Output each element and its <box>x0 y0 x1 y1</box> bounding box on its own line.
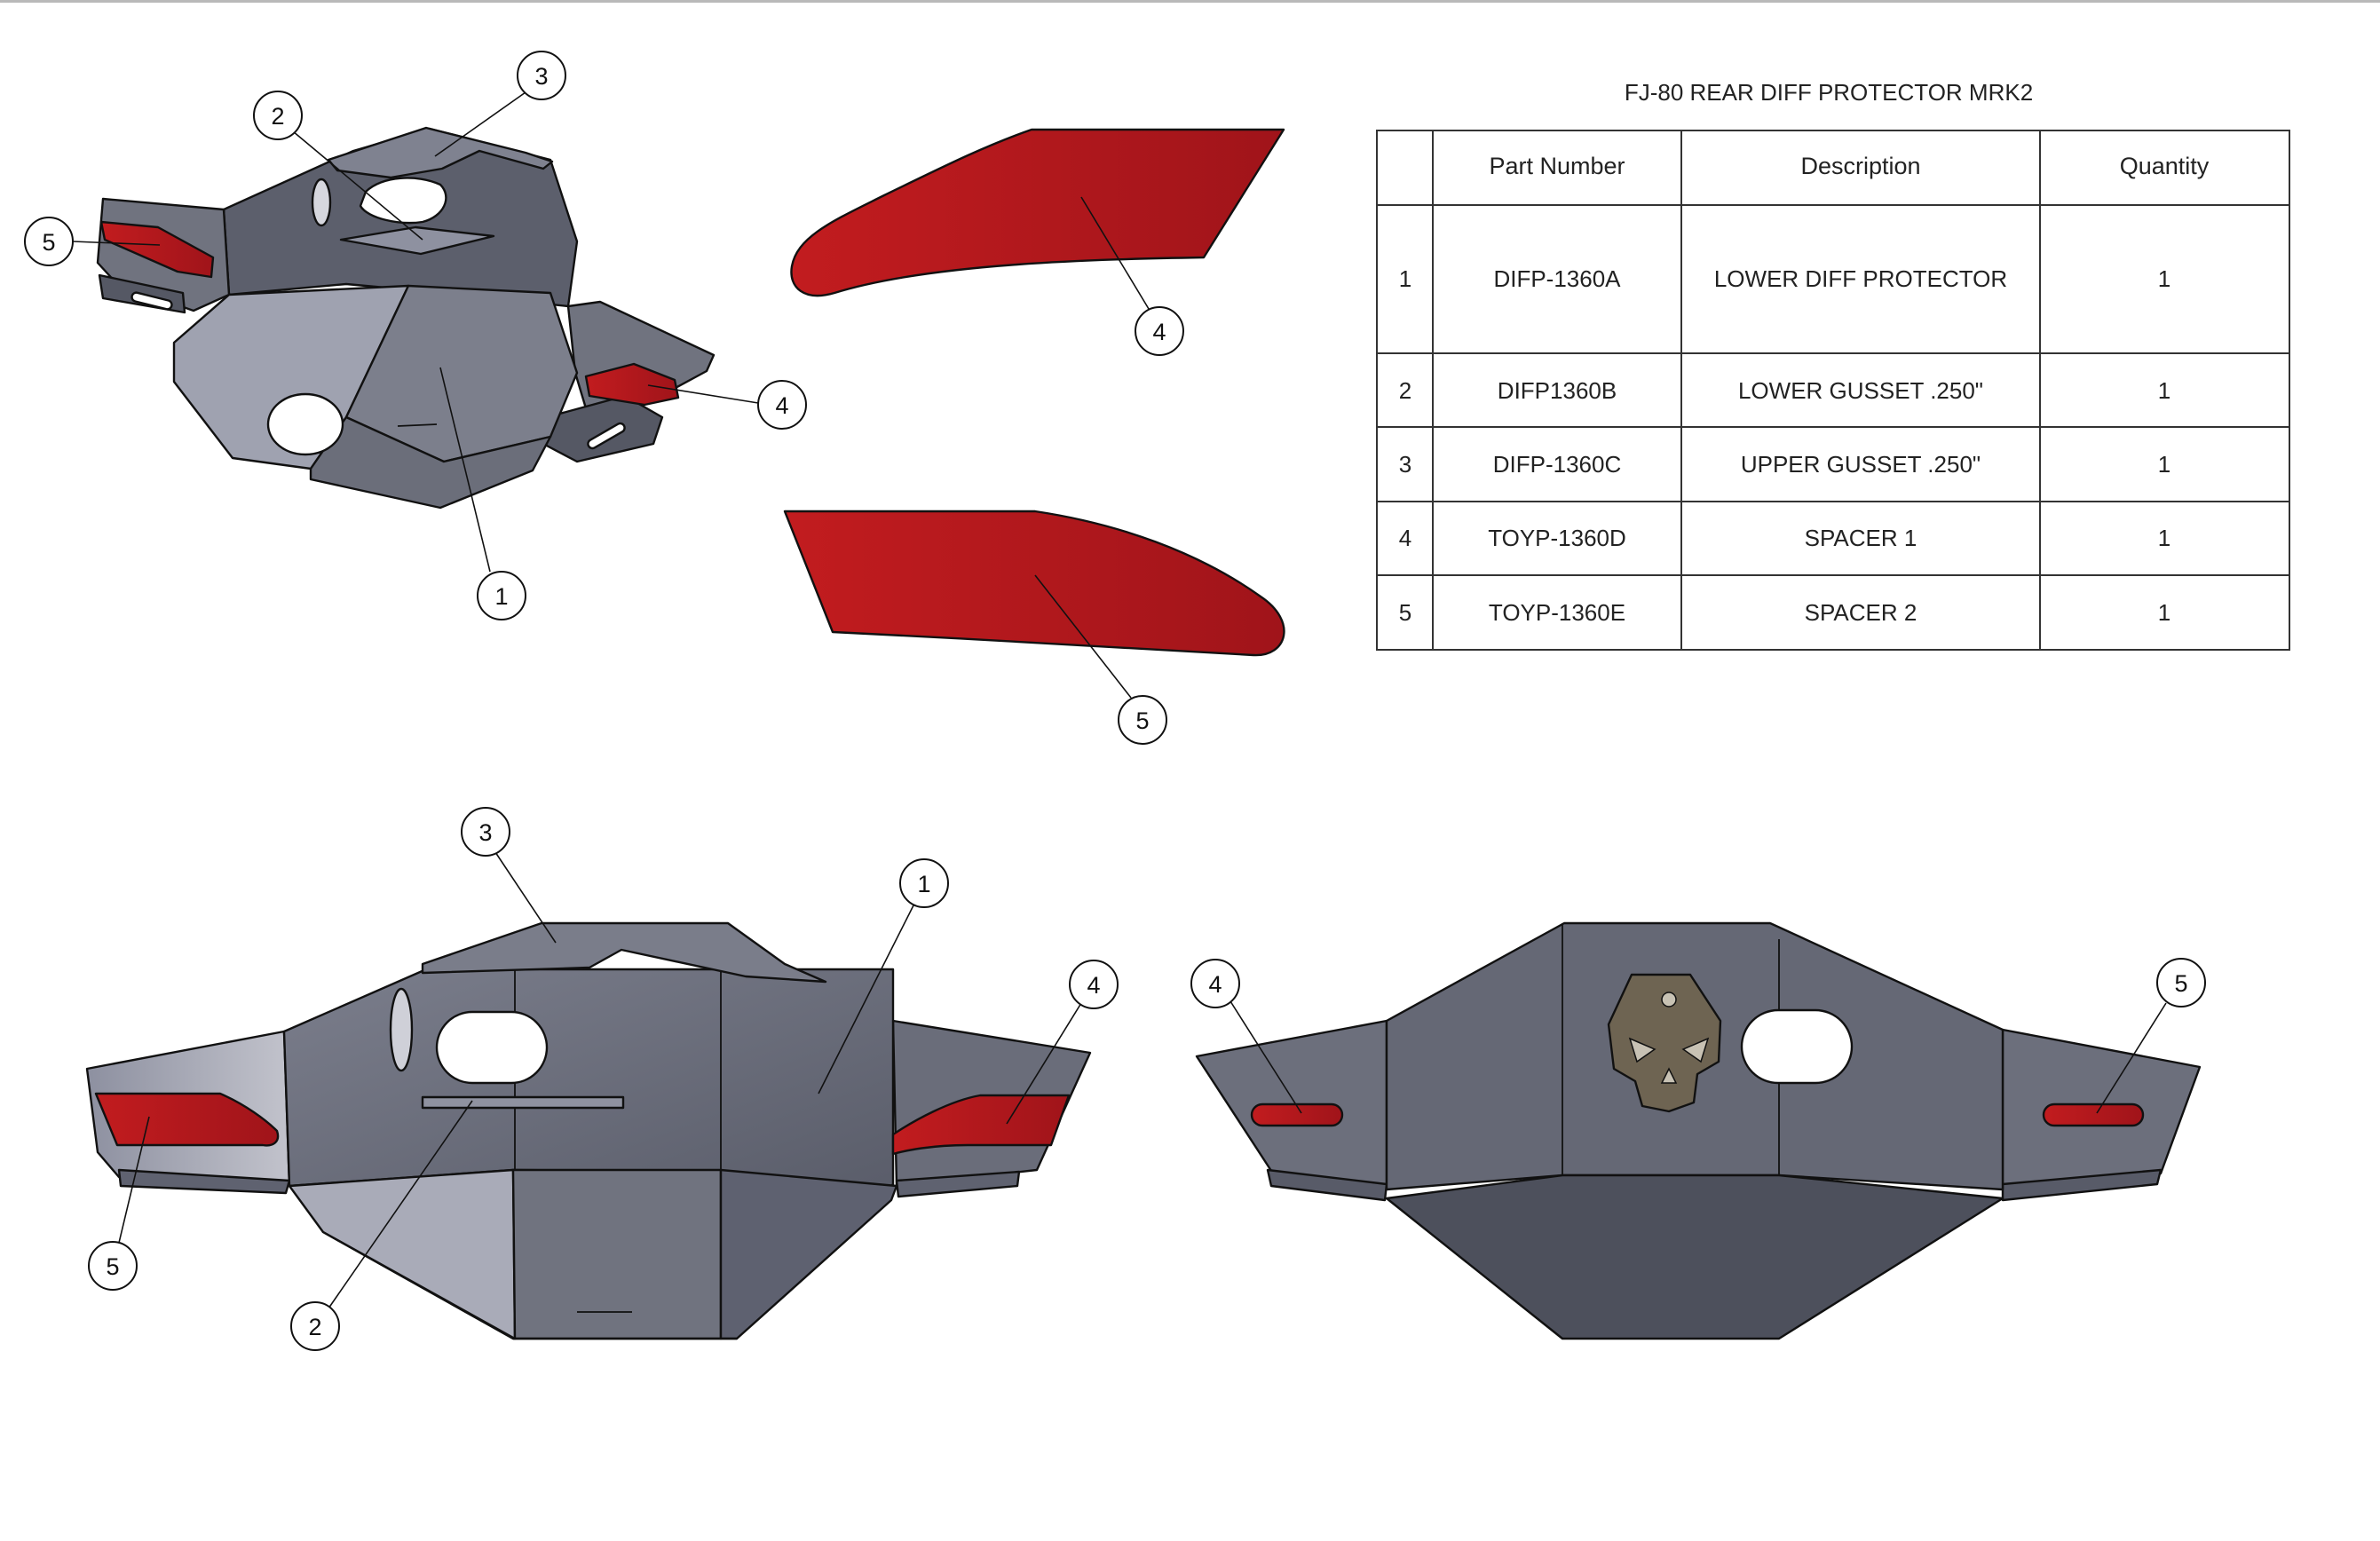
bom-quantity: 1 <box>2158 451 2170 478</box>
rear-bowl <box>1385 1174 2004 1340</box>
front-oval-hole <box>435 1010 549 1085</box>
front-bowl-base <box>321 1230 739 1340</box>
bom-item: 5 <box>1399 599 1411 626</box>
spacer-1-detail <box>790 128 1285 297</box>
front-right-wing-lip <box>895 1170 1021 1198</box>
bom-title: FJ-80 REAR DIFF PROTECTOR MRK2 <box>1625 79 2033 106</box>
balloon-label: 5 <box>42 229 55 256</box>
bom-header-description: Description <box>1800 153 1920 179</box>
balloon-label: 1 <box>494 583 508 610</box>
front-main-wall <box>282 968 895 1191</box>
bom-description: SPACER 2 <box>1805 599 1917 626</box>
balloon <box>757 380 807 430</box>
bom-part-number: DIFP-1360C <box>1493 451 1622 478</box>
front-spacer-4 <box>891 1094 1071 1156</box>
bom-item: 4 <box>1399 525 1411 551</box>
rear-left-wing-lip <box>1266 1168 1388 1202</box>
bom-quantity: 1 <box>2158 599 2170 626</box>
iso-drain-hole <box>266 392 344 456</box>
iso-side-cutout <box>311 178 332 227</box>
iso-right-slot <box>587 422 626 450</box>
balloon <box>1135 306 1184 356</box>
bom-frame <box>1376 130 2290 651</box>
balloon-label: 2 <box>271 103 284 130</box>
front-left-wing-lip <box>117 1168 291 1195</box>
isometric-view <box>96 126 716 510</box>
bom-header-part-number: Part Number <box>1489 153 1625 179</box>
balloon-label: 2 <box>308 1314 321 1340</box>
balloon <box>1069 960 1119 1009</box>
iso-spacer-5 <box>99 220 215 279</box>
bom-quantity: 1 <box>2158 377 2170 404</box>
iso-bowl-front <box>309 415 552 510</box>
balloon-label: 5 <box>2174 970 2187 997</box>
rear-view <box>1195 921 2202 1340</box>
spacer-2-detail <box>783 510 1285 657</box>
balloon-label: 1 <box>917 871 930 897</box>
bom-description: LOWER GUSSET .250" <box>1738 377 1983 404</box>
balloon <box>290 1301 340 1351</box>
bom-item: 3 <box>1399 451 1411 478</box>
iso-spacer-4 <box>584 362 680 407</box>
balloon-callouts: 3 2 5 4 1 4 5 3 1 4 5 2 <box>24 51 2206 1351</box>
bom-row: 3 DIFP-1360C UPPER GUSSET .250" 1 <box>1399 451 2170 478</box>
iso-wall-slot <box>359 177 447 225</box>
balloon-label: 4 <box>1208 971 1222 998</box>
balloon-label: 3 <box>534 63 548 90</box>
bom-description: SPACER 1 <box>1805 525 1917 551</box>
bom-part-number: TOYP-1360E <box>1489 599 1625 626</box>
bom-item: 2 <box>1399 377 1411 404</box>
front-spacer-5 <box>94 1092 280 1147</box>
rear-right-wing-lip <box>2001 1168 2163 1202</box>
iso-left-slot <box>130 291 173 311</box>
front-bowl-center <box>511 1168 723 1340</box>
bom-quantity: 1 <box>2158 265 2170 292</box>
bom-part-number: DIFP-1360A <box>1493 265 1621 292</box>
balloon <box>517 51 566 100</box>
skull-logo <box>1607 973 1722 1113</box>
bom-part-number: TOYP-1360D <box>1488 525 1626 551</box>
bom-row: 4 TOYP-1360D SPACER 1 1 <box>1399 525 2170 551</box>
front-lower-gusset <box>421 1095 625 1110</box>
bom-row: 2 DIFP1360B LOWER GUSSET .250" 1 <box>1399 377 2170 404</box>
balloon <box>1190 959 1240 1008</box>
iso-lower-gusset <box>339 225 495 256</box>
balloon <box>2156 958 2206 1008</box>
bill-of-materials: FJ-80 REAR DIFF PROTECTOR MRK2 Part Numb… <box>1376 79 2290 651</box>
rear-spacer-4 <box>1250 1102 1344 1127</box>
balloon-label: 5 <box>1135 707 1149 734</box>
balloon <box>899 858 949 908</box>
front-upper-gusset <box>421 921 827 984</box>
balloon-label: 3 <box>478 819 492 846</box>
balloon-label: 4 <box>775 392 788 419</box>
balloon <box>477 571 526 620</box>
balloon <box>253 91 303 140</box>
bom-part-number: DIFP1360B <box>1498 377 1617 404</box>
bom-description: UPPER GUSSET .250" <box>1741 451 1981 478</box>
rear-spacer-5 <box>2042 1102 2145 1127</box>
balloon <box>88 1241 138 1291</box>
front-side-cutout <box>389 987 414 1072</box>
bom-row: 5 TOYP-1360E SPACER 2 1 <box>1399 599 2170 626</box>
rear-oval-hole <box>1740 1008 1854 1085</box>
bom-item: 1 <box>1399 265 1411 292</box>
bom-header-quantity: Quantity <box>2120 153 2210 179</box>
balloon-label: 4 <box>1152 319 1166 345</box>
bom-row: 1 DIFP-1360A LOWER DIFF PROTECTOR 1 <box>1399 265 2170 292</box>
sheet-border-top <box>0 0 2380 3</box>
balloon-label: 4 <box>1087 972 1100 999</box>
front-view <box>85 921 1092 1340</box>
bom-quantity: 1 <box>2158 525 2170 551</box>
balloon <box>461 807 510 857</box>
balloon-label: 5 <box>106 1253 119 1280</box>
front-bowl-right <box>719 1168 898 1340</box>
balloon <box>1118 695 1167 745</box>
bom-description: LOWER DIFF PROTECTOR <box>1714 265 2007 292</box>
balloon <box>24 217 74 266</box>
